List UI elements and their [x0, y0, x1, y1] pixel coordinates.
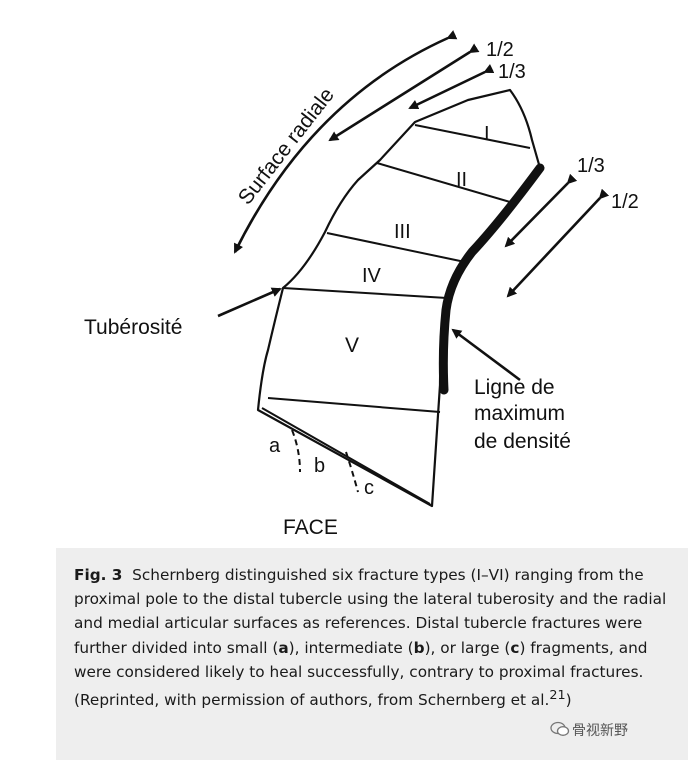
- zone-label-v: V: [345, 334, 359, 357]
- zone-label-iv: IV: [362, 265, 382, 287]
- caption-text: ), or large (: [424, 638, 511, 657]
- caption-reference: 21: [549, 688, 566, 704]
- caption-letter-c: c: [510, 638, 520, 657]
- half-top-label: 1/2: [486, 39, 514, 61]
- caption-text: ), intermediate (: [288, 638, 414, 657]
- subzone-divider: [291, 429, 301, 473]
- zone-divider: [261, 407, 431, 505]
- figure-caption: Fig. 3 Schernberg distinguished six frac…: [74, 563, 679, 712]
- ligne-label-line2: maximum: [474, 402, 565, 425]
- caption-text: ) fragments, and were considered likely …: [74, 638, 648, 710]
- caption-text: ): [565, 691, 572, 710]
- subzone-label-a: a: [269, 435, 281, 457]
- caption-letter-b: b: [413, 638, 425, 657]
- caption-text: Schernberg distinguished six fracture ty…: [74, 566, 667, 657]
- scaphoid-diagram-svg: I II III IV V a b c Surface radiale 1/2 …: [84, 30, 639, 539]
- ligne-label-line1: Ligne de: [474, 376, 555, 399]
- tuberosite-arrow: [217, 287, 282, 318]
- third-top-arrow: [408, 64, 495, 110]
- zone-label-ii: II: [456, 169, 467, 191]
- subzone-divider: [345, 451, 359, 493]
- caption-letter-a: a: [278, 638, 289, 657]
- zone-divider: [267, 397, 441, 413]
- caption-background: [56, 548, 688, 760]
- tuberosite-label: Tubérosité: [84, 316, 182, 339]
- zone-label-iii: III: [394, 221, 411, 243]
- zone-divider: [282, 287, 448, 299]
- ligne-arrow: [451, 328, 521, 382]
- scaphoid-diagram: I II III IV V a b c Surface radiale 1/2 …: [84, 30, 639, 539]
- wechat-icon: [550, 721, 570, 736]
- watermark-text: 骨视新野: [572, 723, 628, 739]
- face-label: FACE: [283, 516, 338, 539]
- ligne-label-line3: de densité: [474, 430, 571, 453]
- figure-number: Fig. 3: [74, 566, 123, 584]
- zone-label-i: I: [484, 123, 490, 145]
- half-right-label: 1/2: [611, 191, 639, 213]
- surface-radiale-label: Surface radiale: [234, 84, 339, 209]
- third-top-label: 1/3: [498, 61, 526, 83]
- subzone-label-c: c: [364, 477, 374, 499]
- third-right-label: 1/3: [577, 155, 605, 177]
- subzone-label-b: b: [314, 455, 325, 477]
- half-right-arrow: [506, 188, 610, 298]
